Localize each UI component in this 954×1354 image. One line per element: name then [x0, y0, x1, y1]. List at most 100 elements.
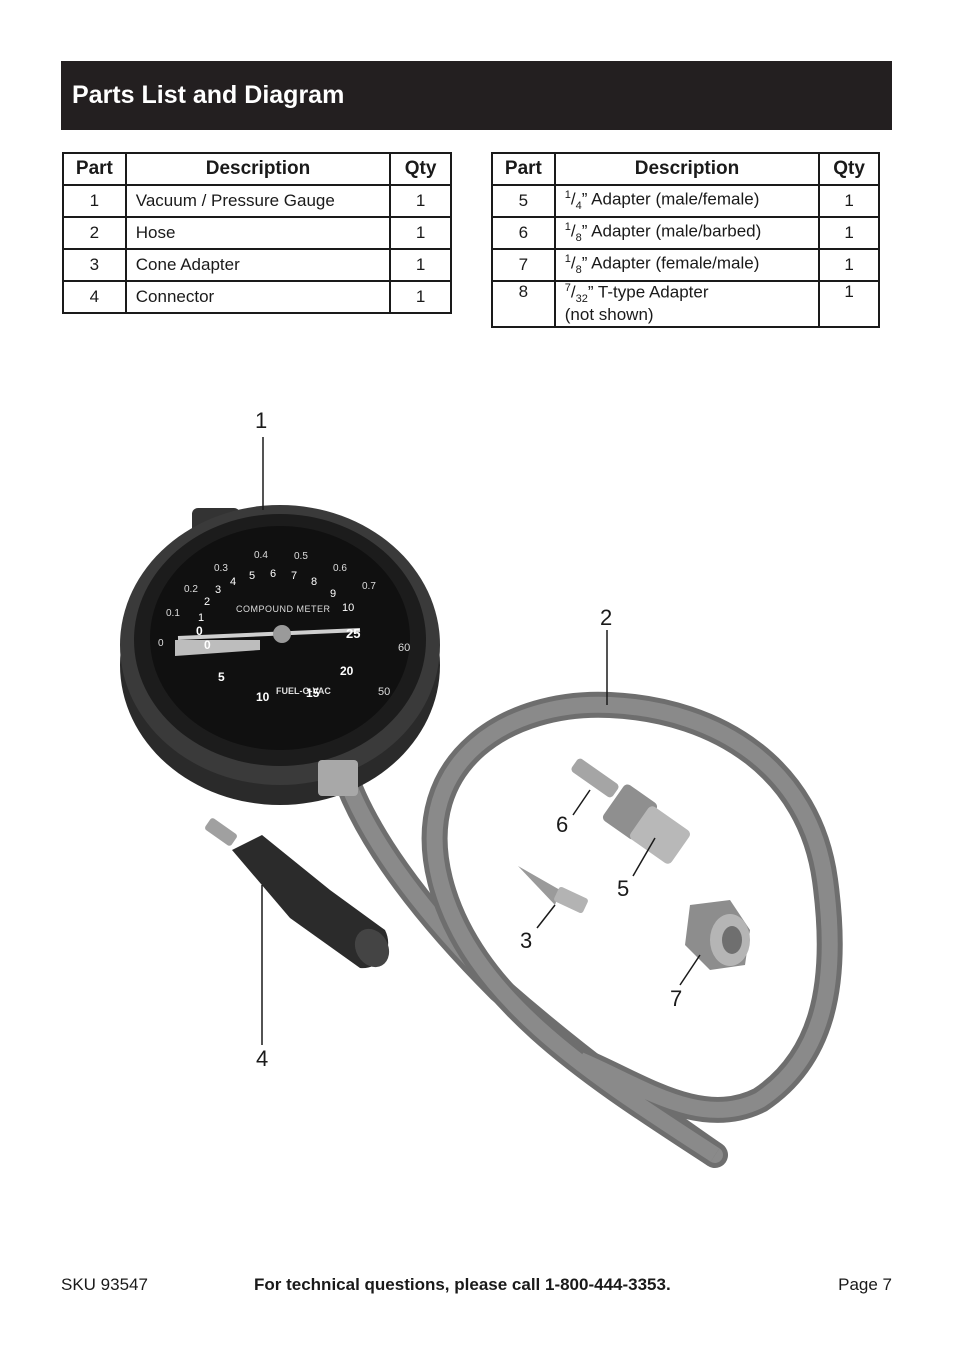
gauge-vacuum-label: 20 — [340, 664, 354, 678]
description-text: ” Adapter (female/male) — [581, 254, 760, 274]
fraction-denominator: 8 — [575, 232, 582, 245]
part-qty: 1 — [818, 280, 880, 328]
gauge-right-label: 60 — [398, 642, 411, 654]
parts-diagram: COMPOUND METER FUEL-O-VAC 0 0.1 0.2 0.3 … — [0, 380, 954, 1200]
gauge-inner-label: 1 — [198, 612, 205, 624]
gauge-inner-label: 2 — [204, 596, 211, 608]
gauge-inner-label: 6 — [270, 568, 277, 580]
fraction-numerator: 1 — [564, 253, 571, 266]
callout-2: 2 — [600, 605, 613, 630]
part-number: 1 — [62, 184, 127, 218]
gauge-outer-label: 0.4 — [254, 550, 268, 561]
table-row: 8 7/32” T-type Adapter(not shown) 1 — [491, 280, 880, 328]
table-header-row: Part Description Qty — [62, 152, 452, 186]
part-qty: 1 — [389, 248, 452, 282]
table-row: 6 1/8” Adapter (male/barbed) 1 — [491, 216, 880, 250]
part-qty: 1 — [818, 248, 880, 282]
table-row: 5 1/4” Adapter (male/female) 1 — [491, 184, 880, 218]
description-text: ” Adapter (male/female) — [581, 190, 760, 210]
description-text: ” T-type Adapter — [587, 282, 709, 302]
gauge-outer-label: 0.2 — [184, 584, 198, 595]
gauge-inner-label: 8 — [311, 576, 318, 588]
part-number: 6 — [491, 216, 556, 250]
diagram-illustration — [120, 437, 843, 1168]
column-header-part: Part — [491, 152, 556, 186]
barbed-adapter-illustration — [571, 758, 690, 864]
gauge-outer-label: 0 — [158, 638, 164, 649]
column-header-description: Description — [124, 152, 392, 186]
gauge-inner-label: 10 — [342, 602, 355, 614]
gauge-title: COMPOUND METER — [236, 604, 331, 614]
part-qty: 1 — [818, 216, 880, 250]
gauge-illustration — [120, 505, 440, 805]
gauge-vacuum-label: 5 — [218, 670, 225, 684]
hex-adapter-illustration — [685, 900, 750, 970]
part-qty: 1 — [818, 184, 880, 218]
part-number: 3 — [62, 248, 127, 282]
description-text: ” Adapter (male/barbed) — [581, 222, 762, 242]
gauge-vacuum-label: 25 — [346, 626, 361, 641]
part-description: 7/32” T-type Adapter(not shown) — [553, 280, 821, 328]
table-row: 3 Cone Adapter 1 — [62, 248, 452, 282]
connector-illustration — [205, 818, 390, 969]
column-header-part: Part — [62, 152, 127, 186]
table-row: 7 1/8” Adapter (female/male) 1 — [491, 248, 880, 282]
part-description: Hose — [124, 216, 392, 250]
part-description: 1/4” Adapter (male/female) — [553, 184, 821, 218]
gauge-inner-label: 0 — [196, 624, 203, 638]
gauge-right-label: 50 — [378, 686, 391, 698]
description-note: (not shown) — [564, 305, 654, 325]
hose-illustration — [327, 691, 843, 1168]
fraction-denominator: 4 — [575, 200, 582, 213]
footer-sku: SKU 93547 — [61, 1275, 148, 1294]
fraction-numerator: 1 — [564, 221, 571, 234]
part-description: Vacuum / Pressure Gauge — [124, 184, 392, 218]
column-header-description: Description — [553, 152, 821, 186]
fraction-numerator: 7 — [564, 282, 571, 294]
gauge-inner-label: 7 — [291, 570, 298, 582]
page-title: Parts List and Diagram — [72, 81, 345, 109]
fraction-numerator: 1 — [564, 189, 571, 202]
title-banner: Parts List and Diagram — [61, 61, 892, 130]
callout-7: 7 — [670, 986, 683, 1011]
part-description: 1/8” Adapter (male/barbed) — [553, 216, 821, 250]
column-header-qty: Qty — [818, 152, 880, 186]
gauge-vacuum-label: 0 — [204, 638, 211, 652]
gauge-outer-label: 0.5 — [294, 551, 308, 562]
table-row: 2 Hose 1 — [62, 216, 452, 250]
parts-table-right: Part Description Qty 5 1/4” Adapter (mal… — [491, 152, 880, 328]
gauge-inner-label: 9 — [330, 588, 337, 600]
callout-6: 6 — [556, 812, 569, 837]
gauge-outer-label: 0.1 — [166, 608, 180, 619]
leader-lines — [261, 437, 701, 1045]
parts-table-left: Part Description Qty 1 Vacuum / Pressure… — [62, 152, 452, 314]
callout-4: 4 — [256, 1046, 269, 1071]
cone-adapter-illustration — [518, 866, 588, 914]
footer-page-number: Page 7 — [838, 1275, 892, 1294]
table-header-row: Part Description Qty — [491, 152, 880, 186]
column-header-qty: Qty — [389, 152, 452, 186]
fraction-denominator: 8 — [575, 264, 582, 277]
part-number: 2 — [62, 216, 127, 250]
part-number: 8 — [491, 280, 556, 328]
part-number: 7 — [491, 248, 556, 282]
table-row: 1 Vacuum / Pressure Gauge 1 — [62, 184, 452, 218]
gauge-brand: FUEL-O-VAC — [276, 686, 331, 696]
gauge-vacuum-label: 10 — [256, 690, 270, 704]
gauge-inner-label: 5 — [249, 570, 256, 582]
gauge-outer-label: 0.6 — [333, 563, 347, 574]
fraction-denominator: 32 — [575, 293, 588, 306]
part-description: 1/8” Adapter (female/male) — [553, 248, 821, 282]
part-description: Cone Adapter — [124, 248, 392, 282]
callout-1: 1 — [255, 408, 268, 433]
table-row: 4 Connector 1 — [62, 280, 452, 314]
part-qty: 1 — [389, 184, 452, 218]
gauge-outer-label: 0.3 — [214, 563, 228, 574]
gauge-vacuum-label: 15 — [306, 686, 320, 700]
part-qty: 1 — [389, 216, 452, 250]
callout-5: 5 — [617, 876, 630, 901]
gauge-inner-label: 3 — [215, 584, 222, 596]
part-number: 5 — [491, 184, 556, 218]
part-qty: 1 — [389, 280, 452, 314]
footer-tech-support: For technical questions, please call 1-8… — [254, 1275, 671, 1294]
